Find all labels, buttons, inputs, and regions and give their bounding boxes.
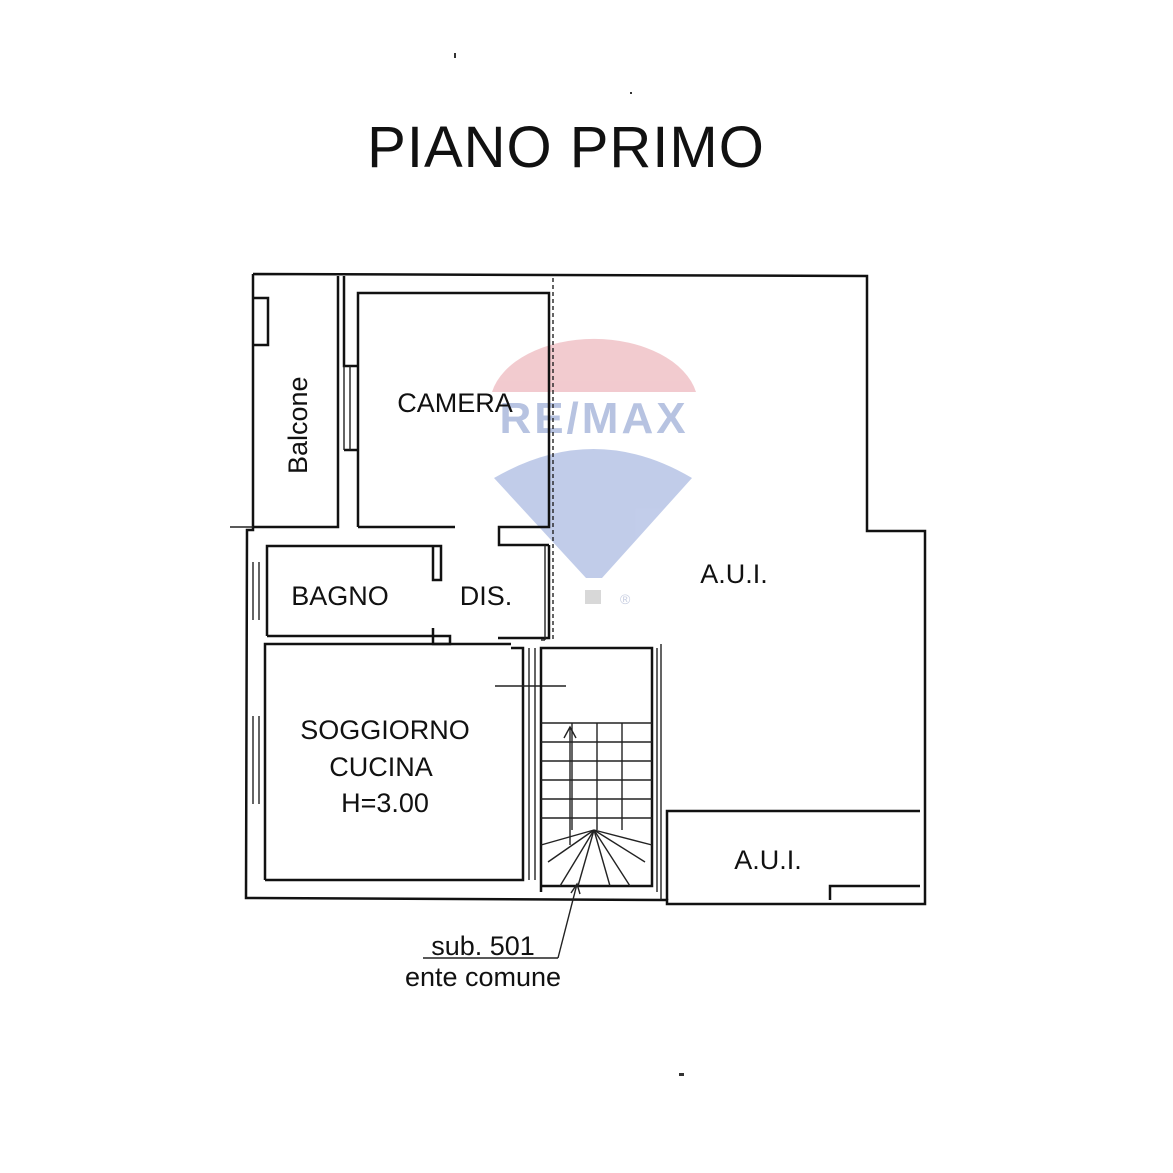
label-dis: DIS.: [460, 581, 513, 611]
balcony-area: [253, 276, 358, 529]
annotation-ente-comune: ente comune: [405, 962, 561, 992]
label-balcone: Balcone: [283, 376, 313, 474]
soggiorno-room: [252, 642, 566, 882]
staircase: [539, 639, 662, 900]
camera-room: [356, 278, 554, 640]
balloon-basket: [585, 590, 601, 604]
label-aui-main: A.U.I.: [700, 559, 768, 589]
disimpegno-area: [498, 545, 551, 640]
watermark-brand: RE/MAX: [499, 394, 688, 443]
label-camera: CAMERA: [397, 388, 513, 418]
label-bagno: BAGNO: [291, 581, 389, 611]
remax-watermark: RE/MAX ®: [492, 338, 696, 607]
label-height: H=3.00: [341, 788, 429, 818]
balloon-bottom-blue: [494, 449, 692, 578]
registered-mark: ®: [620, 591, 631, 607]
balloon-top-red: [492, 338, 696, 392]
label-soggiorno: SOGGIORNO: [300, 715, 470, 745]
sub501-leader: [423, 882, 581, 959]
plan-title: PIANO PRIMO: [367, 115, 765, 180]
annotation-sub501: sub. 501: [431, 931, 535, 961]
label-cucina: CUCINA: [329, 752, 433, 782]
outer-walls: [230, 272, 927, 906]
scan-specks: [454, 53, 684, 1076]
label-aui-small: A.U.I.: [734, 845, 802, 875]
aui-small-area: [665, 809, 920, 900]
